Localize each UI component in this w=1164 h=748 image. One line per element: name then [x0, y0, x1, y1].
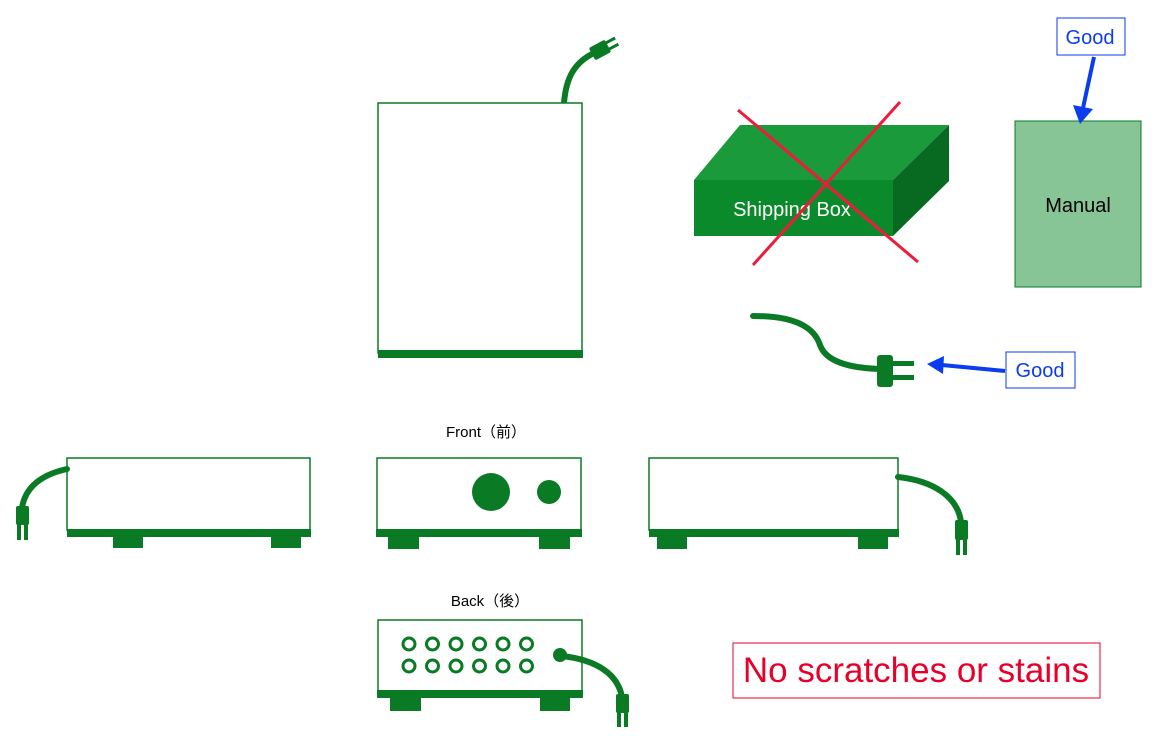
- shipping-box-side: [893, 125, 949, 236]
- warning-note: No scratches or stains: [732, 642, 1101, 699]
- front-knob-large: [472, 473, 510, 511]
- back-port-ring: [448, 636, 464, 652]
- power-cable-wire: [750, 313, 883, 372]
- cable-good-label: Good: [1016, 360, 1065, 382]
- cross-out-line-1: [737, 108, 919, 264]
- plug-icon: [616, 694, 629, 727]
- plug-icon: [955, 520, 968, 555]
- back-port-grid: [401, 636, 534, 674]
- arrow-head-icon: [927, 356, 944, 374]
- device-right-body: [648, 457, 899, 531]
- arrow-head-icon: [1073, 105, 1093, 124]
- back-port-ring: [519, 658, 534, 674]
- back-port-ring: [448, 658, 464, 674]
- back-port-ring: [472, 636, 487, 652]
- warning-text: No scratches or stains: [743, 651, 1089, 690]
- shipping-box-icon: Shipping Box: [694, 100, 949, 267]
- back-port-ring: [495, 658, 511, 674]
- device-left-base: [67, 529, 311, 537]
- cross-out-line-2: [751, 100, 902, 267]
- device-back-view: [377, 619, 629, 727]
- device-top-body: [377, 102, 583, 354]
- cable-good-box: [1005, 351, 1076, 389]
- arrow-icon: [1081, 56, 1096, 109]
- device-back-base: [377, 690, 583, 698]
- warning-box: [732, 642, 1101, 699]
- shipping-box-label: Shipping Box: [733, 199, 851, 221]
- front-knob-small: [537, 480, 561, 504]
- back-port-ring: [401, 636, 417, 652]
- device-top-base: [378, 350, 583, 358]
- manual-icon: Manual: [1014, 120, 1142, 288]
- device-left-side-view: [16, 457, 311, 548]
- device-back-foot: [390, 697, 421, 711]
- device-right-foot: [858, 536, 888, 549]
- back-port-ring: [472, 658, 487, 674]
- back-view-caption: Back（後）: [451, 593, 529, 610]
- plug-icon: [877, 355, 914, 387]
- plug-icon: [16, 506, 29, 540]
- back-port-ring: [425, 636, 440, 652]
- device-right-side-view: [648, 457, 968, 555]
- device-back-cord: [559, 653, 625, 700]
- device-left-foot: [113, 536, 143, 548]
- device-front-base: [376, 529, 582, 537]
- manual-label: Manual: [1045, 195, 1111, 217]
- plug-icon: [589, 36, 620, 60]
- device-left-cord: [19, 466, 70, 511]
- back-port-ring: [495, 636, 511, 652]
- arrow-icon: [941, 363, 1006, 373]
- device-left-body: [66, 457, 311, 531]
- device-right-foot: [657, 536, 687, 549]
- manual-good-label: Good: [1066, 27, 1115, 49]
- device-left-foot: [271, 536, 301, 548]
- manual-body: [1014, 120, 1142, 288]
- device-front-foot: [539, 536, 570, 549]
- cable-good-callout: Good: [927, 351, 1076, 389]
- shipping-box-front: [694, 180, 893, 236]
- device-top-view: [377, 36, 620, 358]
- back-port-ring: [519, 636, 534, 652]
- front-view-caption: Front（前）: [446, 424, 526, 441]
- back-port-ring: [401, 658, 417, 674]
- manual-good-box: [1056, 17, 1126, 56]
- device-right-cord: [895, 474, 964, 525]
- device-top-cord: [561, 49, 599, 106]
- back-port-ring: [425, 658, 440, 674]
- device-right-base: [649, 529, 899, 537]
- manual-good-callout: Good: [1056, 17, 1126, 124]
- device-back-body: [377, 619, 583, 692]
- power-cable: [750, 313, 914, 387]
- device-back-foot: [540, 697, 570, 711]
- device-front-view: [376, 457, 582, 549]
- shipping-box-top: [694, 125, 949, 180]
- device-front-foot: [388, 536, 419, 549]
